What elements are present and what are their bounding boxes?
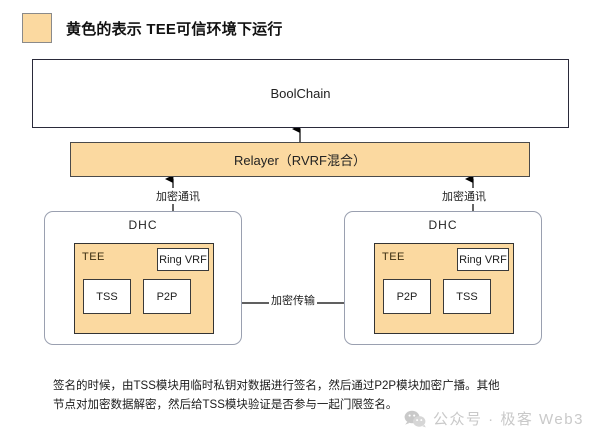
- boolchain-label: BoolChain: [270, 86, 331, 101]
- caption-line-1: 签名的时候，由TSS模块用临时私钥对数据进行签名，然后通过P2P模块加密广播。其…: [53, 380, 500, 392]
- wechat-icon: [404, 410, 426, 427]
- caption-line-2: 节点对加密数据解密，然后给TSS模块验证是否参与一起门限签名。: [53, 399, 398, 411]
- tee-region-right: TEE Ring VRF P2P TSS: [374, 243, 514, 334]
- relayer-label: Relayer（RVRF混合）: [234, 153, 366, 168]
- p2p-module-left: P2P: [143, 279, 191, 314]
- legend-label: 黄色的表示 TEE可信环境下运行: [66, 20, 283, 38]
- watermark: 公众号 · 极客 Web3: [404, 408, 584, 429]
- dhc-node-right: DHC TEE Ring VRF P2P TSS: [344, 211, 542, 345]
- tee-left-label: TEE: [82, 251, 105, 263]
- edge-label-encrypted-comm-right: 加密通讯: [440, 188, 488, 204]
- dhc-right-title: DHC: [428, 218, 458, 232]
- caption: 签名的时候，由TSS模块用临时私钥对数据进行签名，然后通过P2P模块加密广播。其…: [53, 377, 553, 415]
- p2p-module-right: P2P: [383, 279, 431, 314]
- tee-right-label: TEE: [382, 251, 405, 263]
- ring-vrf-module-right: Ring VRF: [457, 248, 509, 271]
- legend: 黄色的表示 TEE可信环境下运行: [22, 13, 283, 43]
- watermark-text: 公众号 · 极客 Web3: [433, 411, 584, 428]
- edge-label-encrypted-transfer: 加密传输: [269, 292, 317, 308]
- edge-label-encrypted-comm-left: 加密通讯: [154, 188, 202, 204]
- legend-color-swatch: [22, 13, 52, 43]
- tee-region-left: TEE Ring VRF TSS P2P: [74, 243, 214, 334]
- tss-module-right: TSS: [443, 279, 491, 314]
- relayer-box: Relayer（RVRF混合）: [70, 142, 530, 177]
- boolchain-box: BoolChain: [32, 59, 569, 128]
- ring-vrf-module-left: Ring VRF: [157, 248, 209, 271]
- tss-module-left: TSS: [83, 279, 131, 314]
- dhc-left-title: DHC: [128, 218, 158, 232]
- dhc-node-left: DHC TEE Ring VRF TSS P2P: [44, 211, 242, 345]
